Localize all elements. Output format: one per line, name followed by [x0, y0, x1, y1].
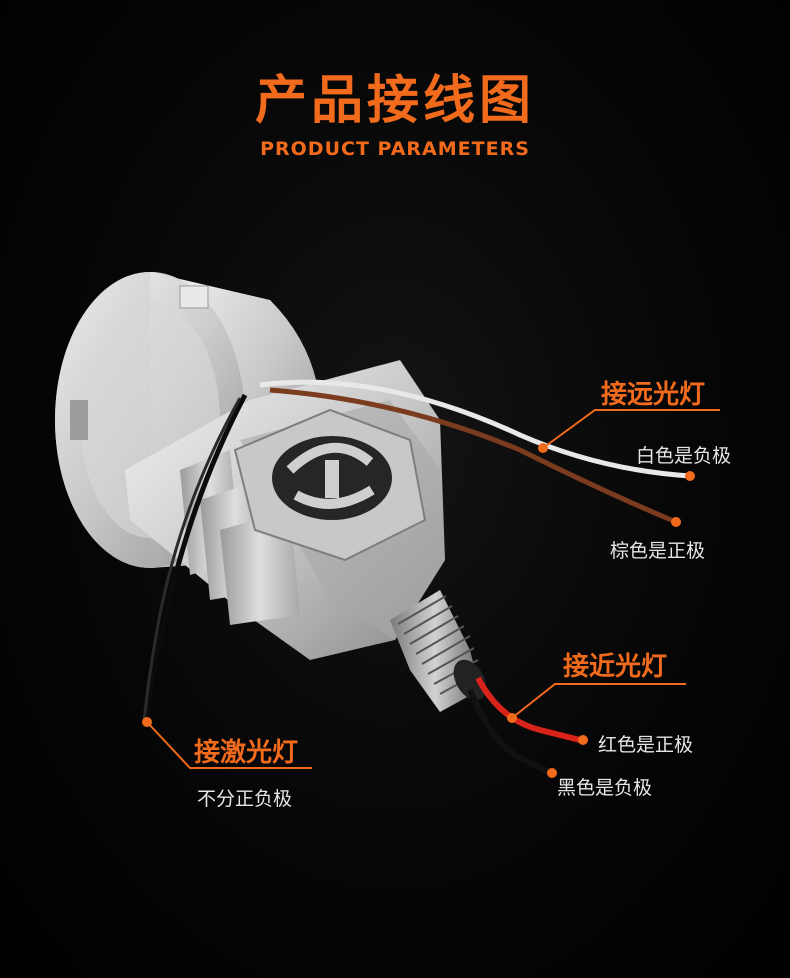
- page-subtitle: PRODUCT PARAMETERS: [260, 138, 530, 160]
- high-beam-label: 接远光灯: [601, 380, 706, 410]
- callout-laser: [142, 717, 312, 769]
- low-beam-wires: [467, 676, 581, 776]
- laser-note: 不分正负极: [197, 788, 293, 810]
- laser-label: 接激光灯: [194, 738, 299, 768]
- low-beam-black-note: 黑色是负极: [557, 777, 653, 799]
- laser-wires: [142, 393, 248, 723]
- low-beam-red-note: 红色是正极: [598, 734, 694, 756]
- callout-high-beam: [538, 409, 720, 527]
- threaded-connector: [390, 590, 487, 712]
- low-beam-label: 接近光灯: [563, 652, 668, 682]
- high-beam-white-note: 白色是负极: [636, 445, 732, 467]
- fan-grille: [233, 408, 427, 562]
- high-beam-wires: [259, 379, 691, 525]
- page-title: 产品接线图: [254, 71, 535, 131]
- callout-low-beam: [507, 683, 686, 778]
- high-beam-brown-note: 棕色是正极: [610, 540, 706, 562]
